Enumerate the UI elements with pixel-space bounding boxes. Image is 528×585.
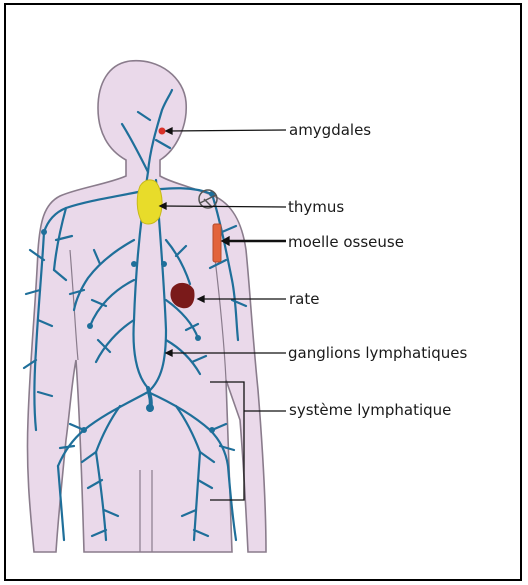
- label-rate: rate: [289, 290, 319, 308]
- label-moelle-osseuse: moelle osseuse: [288, 233, 404, 251]
- label-thymus: thymus: [288, 198, 344, 216]
- tonsil-organ: [159, 128, 166, 135]
- label-amygdales: amygdales: [289, 121, 371, 139]
- label-systeme-lymphatique: système lymphatique: [289, 401, 451, 419]
- body-silhouette: [27, 61, 266, 552]
- thymus-organ: [137, 180, 162, 224]
- bone-marrow-organ: [213, 224, 221, 262]
- label-ganglions-lymphatiques: ganglions lymphatiques: [288, 344, 467, 362]
